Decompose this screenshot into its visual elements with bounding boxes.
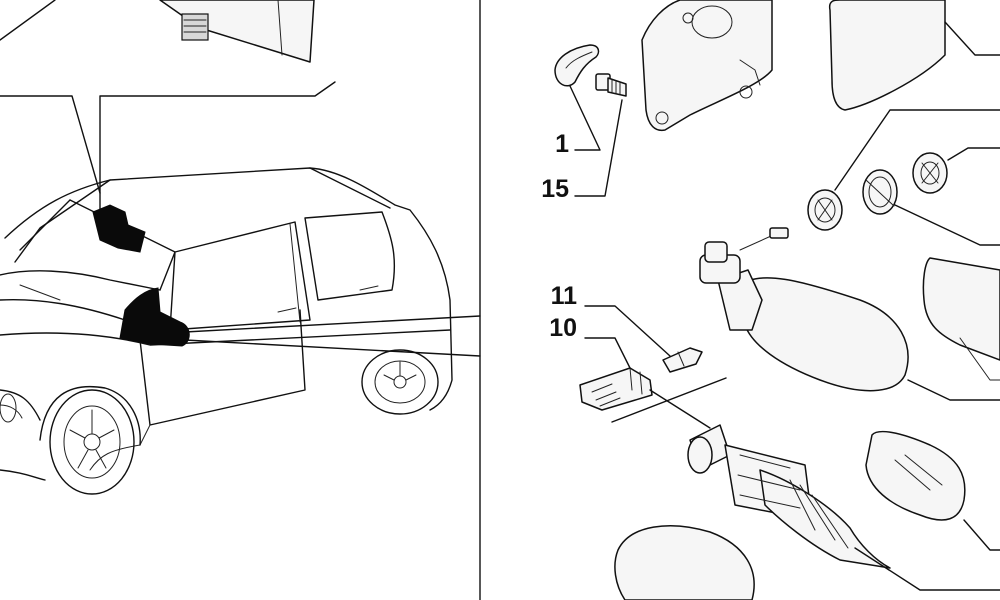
corner-line bbox=[0, 0, 56, 41]
socket-ring-parts bbox=[807, 109, 1000, 246]
turn-signal-lower bbox=[687, 424, 1000, 591]
callout-11: 11 bbox=[551, 282, 578, 310]
callout-15: 15 bbox=[541, 175, 569, 203]
interior-mirror-detail bbox=[159, 0, 315, 63]
mirror-glass-right bbox=[922, 257, 1000, 381]
mirror-glass-top bbox=[828, 0, 1000, 111]
highlight-exterior-mirror bbox=[119, 287, 190, 347]
part-15-screw bbox=[595, 73, 627, 97]
callout-10: 10 bbox=[549, 314, 577, 342]
car-illustration bbox=[0, 167, 453, 495]
callout-1: 1 bbox=[555, 130, 569, 158]
highlight-interior-mirror bbox=[92, 204, 146, 253]
mirror-mount-plate bbox=[641, 0, 773, 132]
part-1-clip bbox=[554, 44, 600, 87]
leader-line-top bbox=[99, 81, 336, 211]
wire-link bbox=[649, 389, 711, 429]
lamp-lens-lower bbox=[614, 525, 755, 600]
leader-line-mirror-upper bbox=[184, 315, 481, 333]
leader-line-mirror-lower bbox=[184, 339, 481, 357]
leader-15 bbox=[574, 99, 623, 197]
vehicle-panel bbox=[0, 0, 481, 600]
leader-1 bbox=[569, 85, 601, 151]
wire-line bbox=[611, 377, 727, 423]
mirror-glass-lower bbox=[865, 430, 1000, 551]
part-10-connector bbox=[579, 367, 653, 411]
part-11-terminal bbox=[662, 347, 703, 373]
turn-signal-upper bbox=[699, 227, 1000, 401]
leader-line-windshield bbox=[0, 95, 101, 194]
leader-10 bbox=[584, 337, 631, 369]
leader-11 bbox=[584, 305, 671, 357]
